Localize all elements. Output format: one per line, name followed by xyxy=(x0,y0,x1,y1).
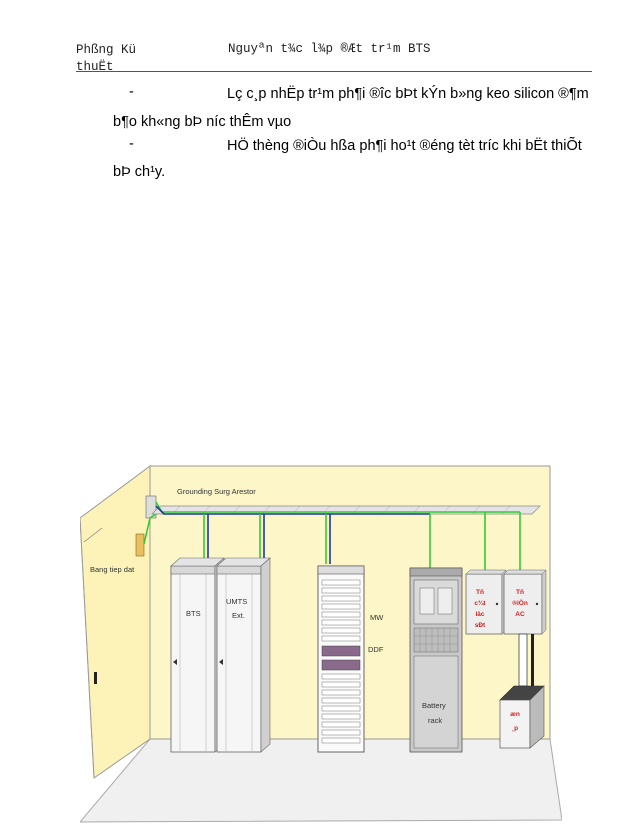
panel2-line1: Tñ xyxy=(516,589,524,596)
panel1-line3: läc xyxy=(475,611,484,618)
umts-cabinet xyxy=(216,557,271,753)
stabilizer-line2: ¸p xyxy=(512,725,518,732)
panel1-line2: c¾t xyxy=(474,599,486,607)
header-divider xyxy=(76,71,592,72)
item2-line1: HÖ thèng ®iÒu hßa ph¶i ho¹t ®éng tèt tr­… xyxy=(227,138,582,154)
battery-label-line2: rack xyxy=(428,716,442,725)
panel1-line4: sÐt xyxy=(475,622,486,629)
bts-room-diagram: Grounding Surg Arestor Bang tiep dat xyxy=(80,465,562,823)
panel1-line1: Tñ xyxy=(476,589,484,596)
header-department: Phßng Kü thuËt xyxy=(76,42,196,76)
panel2-line3: AC xyxy=(515,611,525,618)
item2-line2: bÞ ch¹y. xyxy=(113,164,166,180)
umts-label-line2: Ext. xyxy=(232,611,245,620)
left-wall xyxy=(80,465,151,779)
stabilizer-unit xyxy=(499,685,545,749)
item1-line1: Lç c¸p nhËp tr¹m ph¶i ®­îc bÞt kÝn b»ng … xyxy=(227,86,589,102)
bts-label: BTS xyxy=(186,609,201,618)
umts-label-line1: UMTS xyxy=(226,597,247,606)
power-conduit xyxy=(518,633,528,687)
signal-wire-main xyxy=(155,505,430,515)
bts-cabinet xyxy=(170,557,225,753)
bang-tiep-dat-label: Bang tiep dat xyxy=(90,565,135,574)
surge-protection-panel xyxy=(465,569,507,635)
item1-line2: b¶o kh«ng bÞ n­íc thÊm vµo xyxy=(113,114,292,130)
battery-label-line1: Battery xyxy=(422,701,446,710)
bullet-dash-2: - xyxy=(129,136,134,152)
ddf-label: DDF xyxy=(368,645,384,654)
mw-ddf-rack xyxy=(317,565,365,753)
header-document-title: Nguyªn t¾c l¾p ®Æt tr¹m BTS xyxy=(228,42,431,56)
header-department-line1: Phßng Kü xyxy=(76,43,137,57)
mw-label: MW xyxy=(370,613,384,622)
grounding-bar xyxy=(135,533,145,557)
ac-power-panel xyxy=(503,569,547,635)
stabilizer-line1: æn xyxy=(510,711,520,718)
battery-rack xyxy=(409,567,463,753)
bullet-dash-1: - xyxy=(129,84,134,100)
header-department-line2: thuËt xyxy=(76,60,114,74)
panel2-line2: ®iÖn xyxy=(512,598,528,607)
grounding-label: Grounding Surg Arestor xyxy=(177,487,256,496)
